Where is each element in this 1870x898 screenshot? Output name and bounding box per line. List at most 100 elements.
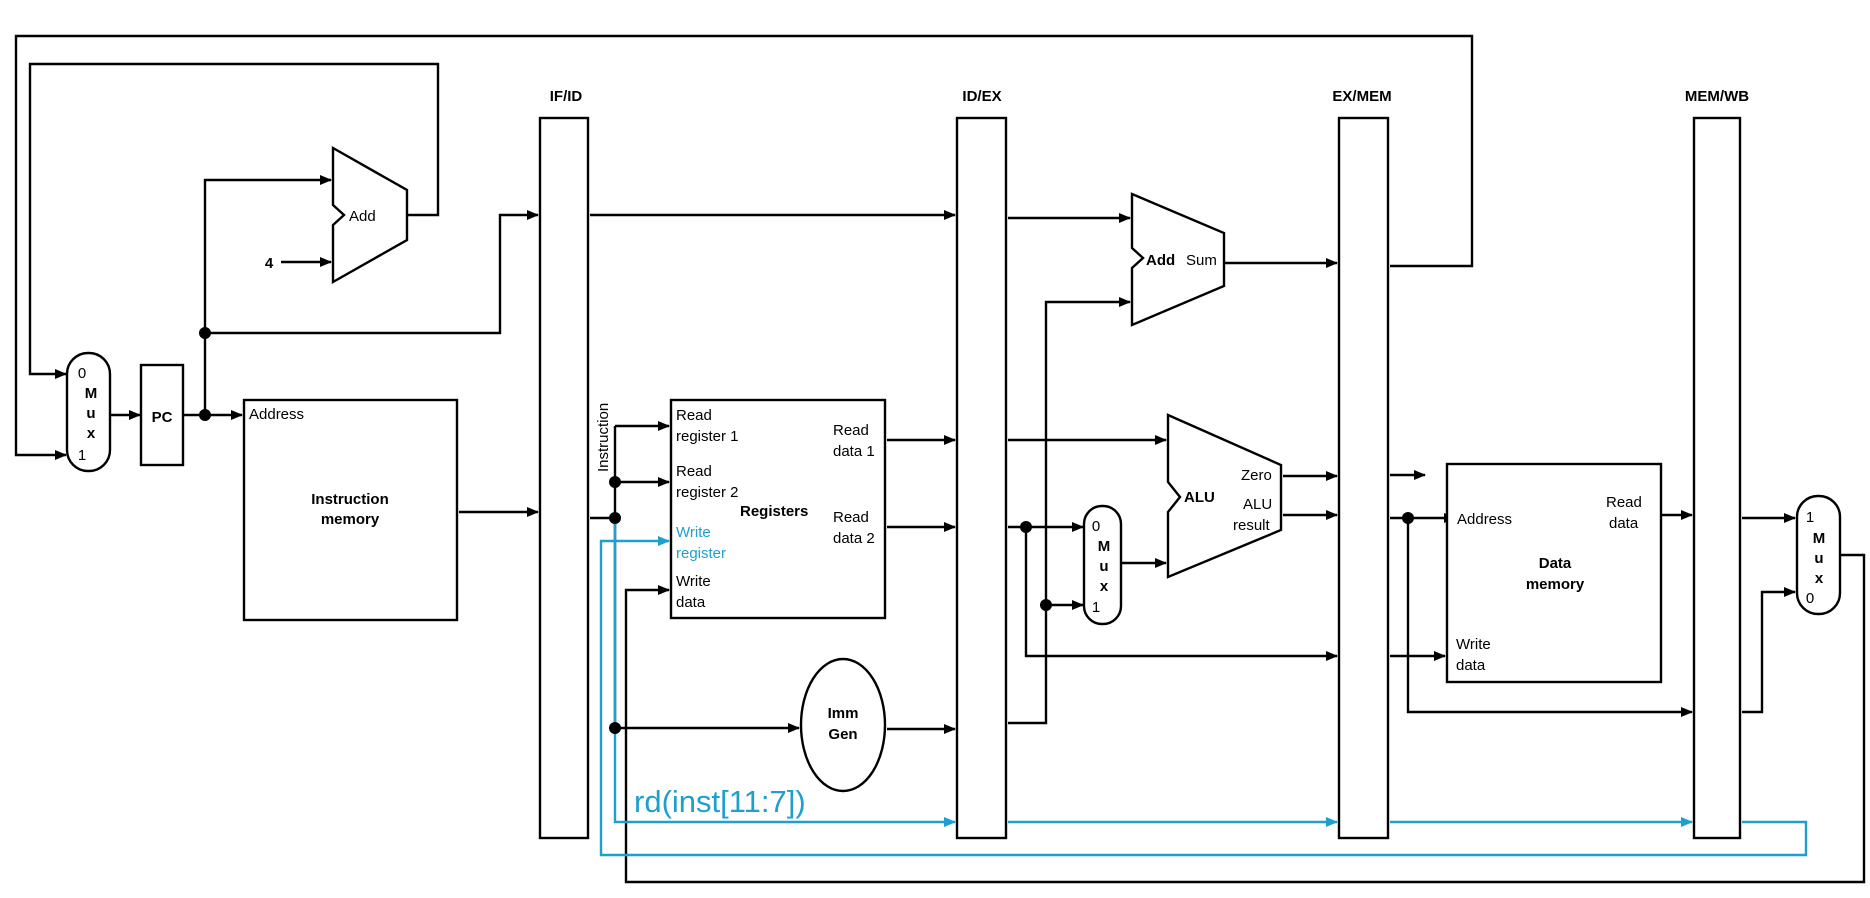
data-memory-title-line2: memory [1526, 576, 1585, 593]
instruction-memory-box [242, 398, 459, 622]
read-reg1-label-line1: Read [676, 407, 712, 424]
pc-register [139, 363, 185, 467]
imm-gen-label-line1: Imm [828, 705, 859, 722]
data-memory-read-data-line1: Read [1606, 494, 1642, 511]
imm-gen-ellipse [799, 657, 887, 793]
branch-adder-shape [1130, 192, 1226, 327]
instruction-memory-title-line1: Instruction [311, 491, 389, 508]
pc-mux-letter-x: x [87, 425, 96, 442]
alu-shape [1166, 413, 1283, 579]
exmem-register [1337, 116, 1390, 840]
pc-mux-input-1: 1 [78, 447, 86, 464]
read-data2-label-line1: Read [833, 509, 869, 526]
pc-adder: Add 4 [265, 145, 409, 285]
imm-gen: Imm Gen [799, 657, 887, 793]
junction-dot [609, 476, 621, 488]
junction-dot [199, 327, 211, 339]
read-reg2-label-line1: Read [676, 463, 712, 480]
alu-result-to-memwb-wire [1406, 518, 1693, 717]
pc-mux-letter-u: u [86, 405, 95, 422]
read-reg2-label-line2: register 2 [676, 484, 739, 501]
data-memory-title-line1: Data [1539, 555, 1572, 572]
alu-result-to-wb-mux-wire [1742, 587, 1796, 714]
alu-mux-letter-x: x [1100, 578, 1109, 595]
highlighted-write-register-path [599, 518, 1808, 857]
junction-dot [1402, 512, 1414, 524]
rd-annotation: rd(inst[11:7]) [634, 784, 806, 819]
data-memory-read-data-line2: data [1609, 515, 1639, 532]
ifid-register [538, 116, 590, 840]
wb-mux: 1 M u x 0 [1795, 494, 1842, 616]
alu-result-label-line2: result [1233, 517, 1271, 534]
junction-dot [609, 722, 621, 734]
pc-mux-body [65, 351, 112, 473]
register-file-title: Registers [740, 503, 808, 520]
read-data1-label-line2: data 1 [833, 443, 875, 460]
junction-dot [609, 512, 621, 524]
wb-mux-body [1795, 494, 1842, 616]
writeback-data-wire [624, 553, 1866, 884]
pc-adder-shape [331, 145, 409, 285]
write-data-label-line1: Write [676, 573, 711, 590]
rd-writeback-to-write-register-wire [599, 536, 1808, 857]
instruction-memory-title-line2: memory [321, 511, 380, 528]
ifid-label: IF/ID [550, 88, 583, 105]
wb-mux-letter-x: x [1815, 570, 1824, 587]
rd-ifid-to-idex-wire [613, 518, 956, 827]
data-memory: Address Read data Write data Data memory [1445, 462, 1663, 684]
data-memory-address-label: Address [1457, 511, 1512, 528]
alu-label: ALU [1184, 489, 1215, 506]
data-memory-box [1445, 462, 1663, 684]
pipeline-registers: IF/ID ID/EX EX/MEM MEM/WB [538, 88, 1749, 840]
wb-mux-letter-m: M [1813, 530, 1826, 547]
branch-adder-label: Add [1146, 252, 1175, 269]
idex-label: ID/EX [962, 88, 1001, 105]
pc-plus-4-feedback-wire [28, 62, 440, 379]
exmem-label: EX/MEM [1332, 88, 1391, 105]
pc-mux-input-0: 0 [78, 365, 86, 382]
pc-mux-letter-m: M [85, 385, 98, 402]
write-data-label-line2: data [676, 594, 706, 611]
pc-label: PC [152, 409, 173, 426]
pc-adder-label: Add [349, 208, 376, 225]
write-register-label-line1: Write [676, 524, 711, 541]
alu-result-label-line1: ALU [1243, 496, 1272, 513]
read-data2-to-exmem-wire [1024, 527, 1338, 661]
alu-mux-letter-u: u [1099, 558, 1108, 575]
write-register-label-line2: register [676, 545, 726, 562]
data-memory-write-data-line2: data [1456, 657, 1486, 674]
imm-gen-label-line2: Gen [828, 726, 857, 743]
pc-block: PC [139, 363, 185, 467]
pc-to-adder-wire [203, 175, 332, 415]
register-file-box [669, 398, 887, 620]
memwb-register [1692, 116, 1742, 840]
idex-register [955, 116, 1008, 840]
alu-mux: 0 M u x 1 [1082, 504, 1123, 626]
wb-mux-input-0: 0 [1806, 590, 1814, 607]
pc-mux: 0 M u x 1 [65, 351, 112, 473]
alu-mux-input-1: 1 [1092, 599, 1100, 616]
memwb-label: MEM/WB [1685, 88, 1749, 105]
branch-adder: Add Sum [1130, 192, 1226, 327]
alu-mux-input-0: 0 [1092, 518, 1100, 535]
pc-to-ifid-wire [205, 210, 539, 335]
data-memory-write-data-line1: Write [1456, 636, 1491, 653]
junction-dot [199, 409, 211, 421]
register-file: Read register 1 Read register 2 Write re… [669, 398, 887, 620]
wb-mux-letter-u: u [1814, 550, 1823, 567]
instruction-memory: Address Instruction memory [242, 398, 459, 622]
wb-mux-input-1: 1 [1806, 509, 1814, 526]
read-reg1-label-line2: register 1 [676, 428, 739, 445]
immediate-to-branch-adder-wire [1008, 297, 1131, 725]
read-data1-label-line1: Read [833, 422, 869, 439]
alu-mux-body [1082, 504, 1123, 626]
constant-4-label: 4 [265, 255, 274, 272]
branch-target-feedback-wire [14, 34, 1474, 460]
junction-dot [1020, 521, 1032, 533]
instruction-bus-label: Instruction [595, 403, 612, 472]
alu-zero-label: Zero [1241, 467, 1272, 484]
alu: ALU Zero ALU result [1166, 413, 1283, 579]
branch-adder-sum-label: Sum [1186, 252, 1217, 269]
read-data2-label-line2: data 2 [833, 530, 875, 547]
